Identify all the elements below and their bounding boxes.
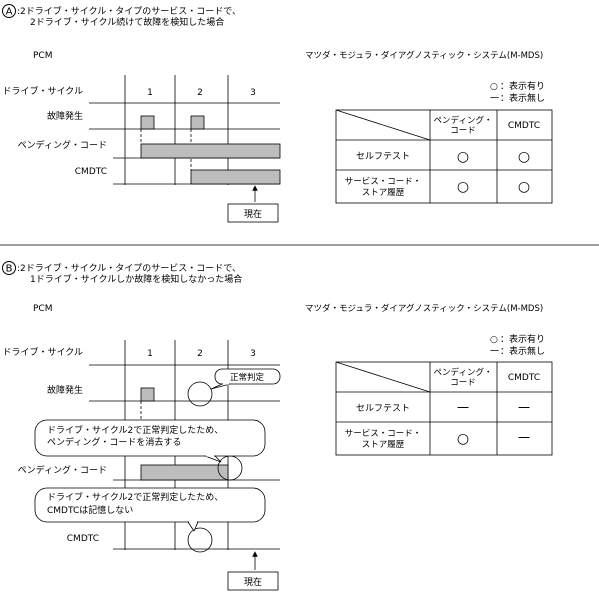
section-a-row-cmdtc: CMDTC: [75, 167, 107, 177]
section-b-failure-pulse-1: [140, 387, 155, 402]
section-a-cycle-1: 1: [147, 88, 153, 98]
section-a-row-pending-code: ペンディング・コード: [18, 139, 107, 151]
section-b-callout-cmdtc-line-2: CMDTCは記憶しない: [47, 504, 133, 516]
section-b-row-pending-code: ペンディング・コード: [18, 464, 107, 476]
section-b-mdds: マツダ・モジュラ・ダイアグノスティック・システム(M-MDS) ○ ：表示有り …: [305, 303, 553, 456]
section-a-row-self-test: セルフテスト: [356, 151, 410, 162]
section-b-legend-mark-no: 一: [490, 347, 499, 357]
section-a-timing-title: PCM: [33, 51, 52, 61]
section-b-now-label: 現在: [244, 576, 262, 588]
section-b-cycle-3: 3: [250, 349, 256, 359]
section-a-legend-no: ：表示無し: [500, 92, 545, 104]
section-b-callout-pending-line-2: ペンディング・コードを消去する: [47, 436, 181, 448]
section-a-table-grid: [335, 109, 553, 204]
section-a-pending-code-bar: [140, 143, 281, 159]
section-a-caption-1: :2ドライブ・サイクル・タイプのサービス・コードで、: [17, 5, 241, 17]
section-b-cell-self-pending: 一: [457, 401, 469, 415]
section-a-cmdtc-bar: [190, 169, 281, 185]
section-b-callout-pending: ドライブ・サイクル2で正常判定したため、 ペンディング・コードを消去する: [34, 419, 266, 463]
section-b-col-pending: ペンディング・コード: [434, 367, 493, 388]
section-b-legend-mark-yes: ○: [490, 335, 498, 345]
section-a-marker: A: [6, 7, 13, 18]
section-b-pending-code-bar: [140, 464, 229, 481]
section-a-legend-yes: ：表示有り: [500, 80, 545, 92]
section-a-legend-mark-yes: ○: [490, 82, 498, 92]
section-b-callout-cmdtc: ドライブ・サイクル2で正常判定したため、 CMDTCは記憶しない: [34, 487, 266, 532]
section-b-mdds-title: マツダ・モジュラ・ダイアグノスティック・システム(M-MDS): [305, 303, 543, 314]
section-a-failure-pulses: [140, 115, 205, 130]
section-a-legend-mark-no: 一: [490, 94, 499, 104]
section-b-timing-diagram: PCM ドライブ・サイクル 故障発生 ペンディング・コード CMDTC 1 2 …: [2, 304, 281, 591]
section-b-timing-title: PCM: [33, 304, 52, 314]
section-a-now-box: [227, 203, 279, 223]
section-b-cell-self-cmdtc: 一: [518, 401, 530, 415]
section-a-row-failure: 故障発生: [47, 110, 83, 122]
section-a-cycle-2: 2: [197, 88, 203, 98]
section-a-cell-history-cmdtc: ○: [518, 179, 530, 195]
section-a-col-pending: ペンディング・コード: [434, 115, 493, 136]
section-a-failure-pulse-1: [140, 115, 155, 130]
section-a-caption-2: 2ドライブ・サイクル続けて故障を検知した場合: [30, 16, 224, 28]
section-a-failure-pulse-2: [190, 115, 205, 130]
section-b-cmdtc-mark: [187, 527, 213, 553]
section-b-legend-yes: ：表示有り: [500, 333, 545, 345]
section-a-row-history: サービス・コード・ストア履歴: [345, 177, 422, 198]
section-b-caption-2: 1ドライブ・サイクルしか故障を検知しなかった場合: [30, 273, 242, 285]
section-b-caption-1: :2ドライブ・サイクル・タイプのサービス・コードで、: [17, 262, 241, 274]
section-a-now-label: 現在: [244, 208, 262, 220]
section-a-timing-diagram: PCM ドライブ・サイクル 故障発生 ペンディング・コード CMDTC 1 2 …: [2, 51, 281, 223]
section-a-marker-circle: [2, 4, 16, 18]
section-a-mdds: マツダ・モジュラ・ダイアグノスティック・システム(M-MDS) ○ ：表示有り …: [305, 50, 553, 204]
section-a-row-drive-cycle: ドライブ・サイクル: [2, 85, 83, 97]
section-b-row-drive-cycle: ドライブ・サイクル: [2, 346, 83, 358]
section-a-cell-history-pending: ○: [457, 179, 469, 195]
section-b-cell-history-cmdtc: 一: [518, 431, 530, 445]
section-a-header: A :2ドライブ・サイクル・タイプのサービス・コードで、 2ドライブ・サイクル続…: [2, 4, 241, 28]
section-b-marker: B: [6, 264, 13, 275]
section-b-row-history: サービス・コード・ストア履歴: [345, 429, 422, 450]
section-b-now-box: [227, 571, 279, 591]
section-b-header: B :2ドライブ・サイクル・タイプのサービス・コードで、 1ドライブ・サイクルし…: [2, 261, 242, 285]
section-b-callout-normal: 正常判定: [210, 368, 281, 390]
section-b-table-grid: [335, 361, 553, 456]
section-b-marker-circle: [2, 261, 16, 275]
section-b-callout-normal-text: 正常判定: [230, 372, 265, 383]
section-b-row-cmdtc: CMDTC: [67, 534, 99, 544]
section-a: A :2ドライブ・サイクル・タイプのサービス・コードで、 2ドライブ・サイクル続…: [2, 4, 553, 223]
section-a-cell-self-cmdtc: ○: [518, 149, 530, 165]
section-b-row-failure: 故障発生: [47, 384, 83, 396]
section-b-normal-judgment-mark: [187, 381, 213, 407]
section-b-row-self-test: セルフテスト: [356, 403, 410, 414]
section-a-cell-self-pending: ○: [457, 149, 469, 165]
section-b-callout-cmdtc-line-1: ドライブ・サイクル2で正常判定したため、: [47, 491, 223, 503]
section-b-cycle-1: 1: [147, 349, 153, 359]
section-b-callout-pending-line-1: ドライブ・サイクル2で正常判定したため、: [47, 424, 223, 436]
section-b: B :2ドライブ・サイクル・タイプのサービス・コードで、 1ドライブ・サイクルし…: [2, 261, 553, 591]
section-b-col-cmdtc: CMDTC: [508, 373, 540, 383]
section-b-cycle-2: 2: [197, 349, 203, 359]
section-a-cycle-3: 3: [250, 88, 256, 98]
section-a-col-cmdtc: CMDTC: [508, 121, 540, 131]
section-b-cell-history-pending: ○: [457, 431, 469, 447]
section-b-legend-no: ：表示無し: [500, 345, 545, 357]
section-a-mdds-title: マツダ・モジュラ・ダイアグノスティック・システム(M-MDS): [305, 50, 543, 61]
